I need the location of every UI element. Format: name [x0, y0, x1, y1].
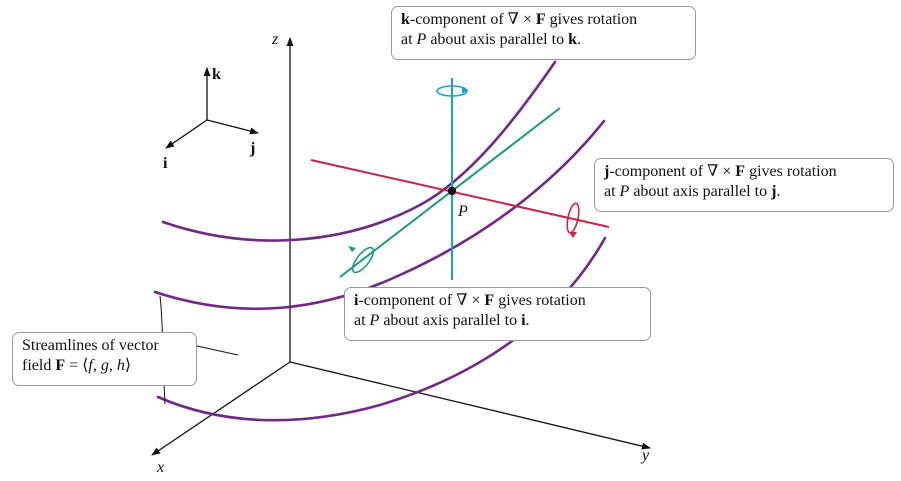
i-component-callout: i-component of ∇ × F gives rotation at P…: [344, 287, 651, 341]
streamline-leader-upper: [196, 345, 239, 356]
j-basis-label: j: [249, 140, 255, 157]
point-P: [447, 186, 457, 196]
streamlines-callout: Streamlines of vector field F = ⟨f, g, h…: [12, 332, 197, 386]
k-callout-line1: k-component of ∇ × F gives rotation: [401, 11, 638, 28]
z-axis-label: z: [271, 31, 279, 48]
j-callout-line2: at P about axis parallel to j.: [604, 183, 781, 200]
streamlines: [153, 60, 607, 422]
j-callout-line1: j-component of ∇ × F gives rotation: [604, 163, 837, 180]
streamlines-callout-line1: Streamlines of vector: [22, 337, 159, 354]
i-callout-line2: at P about axis parallel to i.: [354, 312, 530, 329]
i-callout-line1: i-component of ∇ × F gives rotation: [354, 292, 586, 309]
j-component-callout: j-component of ∇ × F gives rotation at P…: [594, 158, 894, 212]
i-rotation-arrow-icon: [348, 246, 375, 274]
k-callout-line2: at P about axis parallel to k.: [401, 31, 581, 48]
j-rotation-axis: [310, 159, 610, 228]
j-basis-vector: [206, 119, 259, 135]
streamline-upper: [161, 60, 557, 242]
point-P-label: P: [457, 203, 468, 220]
coordinate-axes: [151, 37, 651, 456]
y-axis-label: y: [640, 447, 650, 464]
basis-vectors: [165, 67, 259, 149]
x-axis-label: x: [156, 459, 164, 476]
streamline-middle: [153, 119, 606, 311]
i-basis-vector: [165, 119, 208, 149]
x-axis: [151, 361, 291, 456]
k-rotation-arrow-icon: [436, 85, 468, 97]
streamlines-callout-line2: field F = ⟨f, g, h⟩: [22, 357, 132, 374]
j-rotation-arrow-icon: [566, 202, 580, 238]
k-component-callout: k-component of ∇ × F gives rotation at P…: [391, 6, 696, 60]
y-axis: [289, 361, 651, 450]
i-basis-label: i: [163, 155, 168, 172]
k-basis-label: k: [212, 66, 221, 83]
